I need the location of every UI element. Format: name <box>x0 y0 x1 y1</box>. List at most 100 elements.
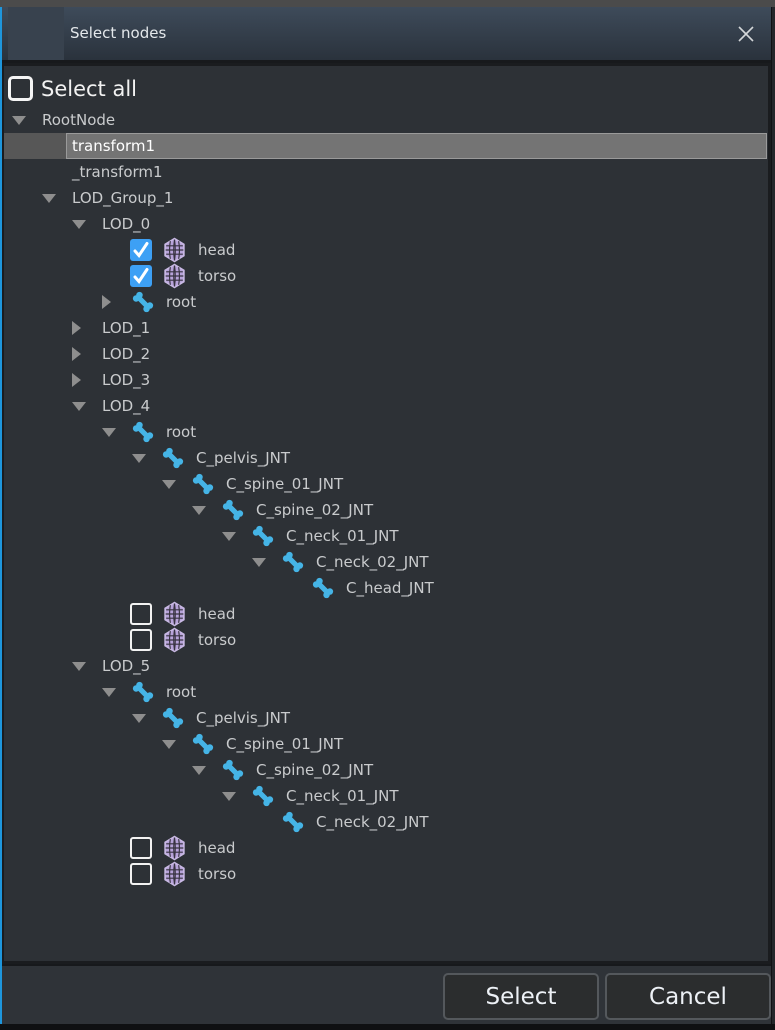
tree-row[interactable]: LOD_3 <box>4 367 768 393</box>
chevron-down-icon[interactable] <box>132 454 146 463</box>
bone-icon <box>220 497 246 523</box>
tree-row[interactable]: torso <box>4 627 768 653</box>
bone-icon <box>160 445 186 471</box>
chevron-down-icon[interactable] <box>162 480 176 489</box>
tree-row[interactable]: torso <box>4 861 768 887</box>
tree-row-label: C_spine_01_JNT <box>226 475 344 493</box>
tree-row-label: RootNode <box>42 111 116 129</box>
tree-row[interactable]: LOD_1 <box>4 315 768 341</box>
tree-row-label: C_spine_02_JNT <box>256 761 374 779</box>
window-frame-top <box>0 0 775 7</box>
tree-row-label: LOD_Group_1 <box>72 189 174 207</box>
node-checkbox-checked[interactable] <box>130 265 152 287</box>
bone-icon <box>310 575 336 601</box>
tree-row[interactable]: LOD_0 <box>4 211 768 237</box>
tree-row-label: head <box>198 605 236 623</box>
tree-row-label: torso <box>198 865 237 883</box>
bone-icon <box>280 809 306 835</box>
tree-row[interactable]: LOD_5 <box>4 653 768 679</box>
chevron-down-icon[interactable] <box>132 714 146 723</box>
chevron-down-icon[interactable] <box>72 402 86 411</box>
tree-row[interactable]: torso <box>4 263 768 289</box>
chevron-down-icon[interactable] <box>192 766 206 775</box>
tree-row[interactable]: root <box>4 679 768 705</box>
tree-row[interactable]: LOD_Group_1 <box>4 185 768 211</box>
tree-row-label: transform1 <box>72 137 156 155</box>
tree-row[interactable]: transform1 <box>4 133 768 159</box>
tree-row[interactable]: LOD_2 <box>4 341 768 367</box>
tree-row-label: LOD_0 <box>102 215 151 233</box>
chevron-down-icon[interactable] <box>72 220 86 229</box>
node-checkbox-unchecked[interactable] <box>130 837 152 859</box>
tree-row-label: C_pelvis_JNT <box>196 449 291 467</box>
node-checkbox-unchecked[interactable] <box>130 603 152 625</box>
tree-row-label: LOD_2 <box>102 345 151 363</box>
titlebar[interactable]: Select nodes <box>2 7 771 63</box>
node-checkbox-unchecked[interactable] <box>130 863 152 885</box>
mesh-icon <box>162 263 188 289</box>
tree-row[interactable]: LOD_4 <box>4 393 768 419</box>
chevron-down-icon[interactable] <box>42 194 56 203</box>
tree-row[interactable]: RootNode <box>4 107 768 133</box>
tree-row-label: head <box>198 241 236 259</box>
mesh-icon <box>162 237 188 263</box>
bone-icon <box>130 289 156 315</box>
tree-row[interactable]: C_spine_02_JNT <box>4 497 768 523</box>
bone-icon <box>190 471 216 497</box>
chevron-down-icon[interactable] <box>192 506 206 515</box>
cancel-button[interactable]: Cancel <box>605 973 771 1020</box>
chevron-down-icon[interactable] <box>222 792 236 801</box>
mesh-icon <box>162 601 188 627</box>
window-frame-right <box>771 7 775 1024</box>
tree-row[interactable]: C_spine_02_JNT <box>4 757 768 783</box>
chevron-down-icon[interactable] <box>222 532 236 541</box>
tree-row-label: root <box>166 423 197 441</box>
chevron-right-icon[interactable] <box>72 347 81 361</box>
select-all-row[interactable]: Select all <box>4 74 768 104</box>
tree-row[interactable]: C_spine_01_JNT <box>4 731 768 757</box>
tree-row[interactable]: C_head_JNT <box>4 575 768 601</box>
mesh-icon <box>162 861 188 887</box>
select-all-label: Select all <box>41 77 137 101</box>
chevron-down-icon[interactable] <box>102 428 116 437</box>
bone-icon <box>130 679 156 705</box>
window-title: Select nodes <box>70 24 167 42</box>
chevron-down-icon[interactable] <box>102 688 116 697</box>
bone-icon <box>160 705 186 731</box>
tree-row[interactable]: root <box>4 289 768 315</box>
chevron-down-icon[interactable] <box>162 740 176 749</box>
tree-row[interactable]: head <box>4 835 768 861</box>
tree-row[interactable]: C_spine_01_JNT <box>4 471 768 497</box>
tree-row[interactable]: C_neck_02_JNT <box>4 809 768 835</box>
close-icon[interactable] <box>736 24 756 44</box>
select-button[interactable]: Select <box>443 973 599 1020</box>
tree-row-label: _transform1 <box>72 163 163 181</box>
tree-row[interactable]: C_pelvis_JNT <box>4 705 768 731</box>
node-checkbox-unchecked[interactable] <box>130 629 152 651</box>
tree-row-label: LOD_5 <box>102 657 151 675</box>
tree-row[interactable]: C_neck_01_JNT <box>4 523 768 549</box>
node-tree: Select all RootNode transform1 _transform1… <box>4 66 768 961</box>
bone-icon <box>250 783 276 809</box>
tree-row[interactable]: root <box>4 419 768 445</box>
tree-row[interactable]: C_pelvis_JNT <box>4 445 768 471</box>
tree-row[interactable]: C_neck_02_JNT <box>4 549 768 575</box>
chevron-down-icon[interactable] <box>12 116 26 125</box>
tree-row-label: C_neck_01_JNT <box>286 527 399 545</box>
tree-row[interactable]: head <box>4 601 768 627</box>
tree-row[interactable]: _transform1 <box>4 159 768 185</box>
window-icon-slot <box>8 7 64 60</box>
chevron-right-icon[interactable] <box>72 321 81 335</box>
tree-row-label: LOD_1 <box>102 319 151 337</box>
chevron-down-icon[interactable] <box>252 558 266 567</box>
chevron-right-icon[interactable] <box>72 373 81 387</box>
node-checkbox-checked[interactable] <box>130 239 152 261</box>
tree-row-label: LOD_4 <box>102 397 151 415</box>
select-all-checkbox[interactable] <box>8 76 33 101</box>
selected-row-highlight-main <box>66 133 767 159</box>
chevron-down-icon[interactable] <box>72 662 86 671</box>
tree-row[interactable]: head <box>4 237 768 263</box>
chevron-right-icon[interactable] <box>102 295 111 309</box>
tree-row[interactable]: C_neck_01_JNT <box>4 783 768 809</box>
window-frame-accent <box>0 7 2 1024</box>
